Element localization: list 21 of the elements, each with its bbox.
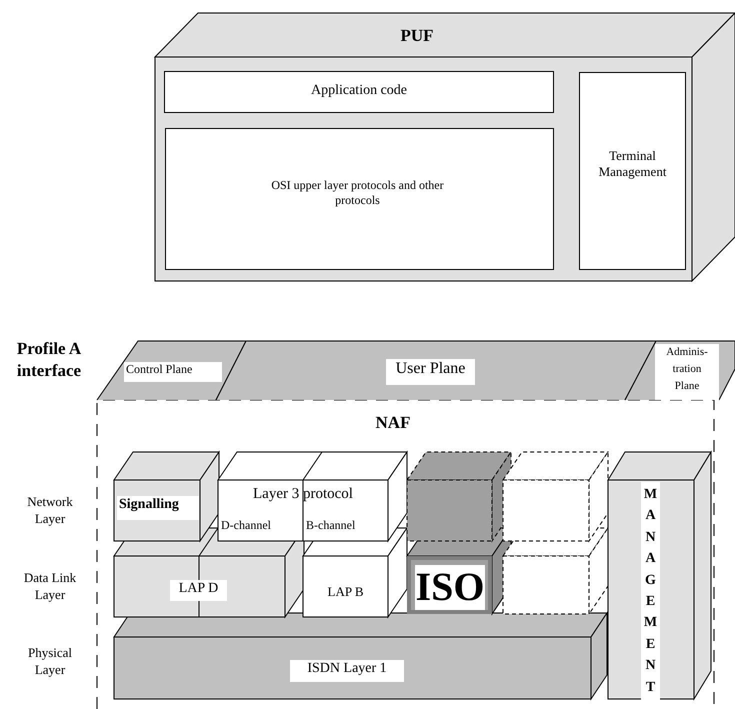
layer-label: Physical Layer [26, 645, 74, 679]
block-label: Layer 3 protocol [252, 485, 354, 504]
box-label: OSI upper layer protocols and other protocols [270, 178, 445, 208]
layer-label: Data Link Layer [22, 570, 78, 604]
block-label: ISDN Layer 1 [290, 660, 404, 682]
channel-label: D-channel [221, 518, 272, 533]
layer-label: Network Layer [26, 494, 74, 528]
block-label: Signalling [117, 496, 199, 520]
block-label: LAP B [326, 584, 364, 600]
channel-label: B-channel [306, 518, 356, 533]
plane-label: User Plane [386, 359, 475, 385]
box-label: Application code [310, 82, 408, 100]
frame-title: NAF [374, 412, 412, 434]
vertical-label: MANAGEMENT [641, 482, 660, 700]
interface-label: Profile A interface [16, 338, 82, 382]
block-label: LAP D [170, 580, 227, 601]
plane-label: Adminis-tration Plane [655, 344, 719, 400]
plane-label: Control Plane [124, 362, 222, 382]
block-label: ISO [415, 565, 485, 610]
box-label: Terminal Management [598, 148, 668, 180]
block-title: PUF [399, 25, 435, 46]
